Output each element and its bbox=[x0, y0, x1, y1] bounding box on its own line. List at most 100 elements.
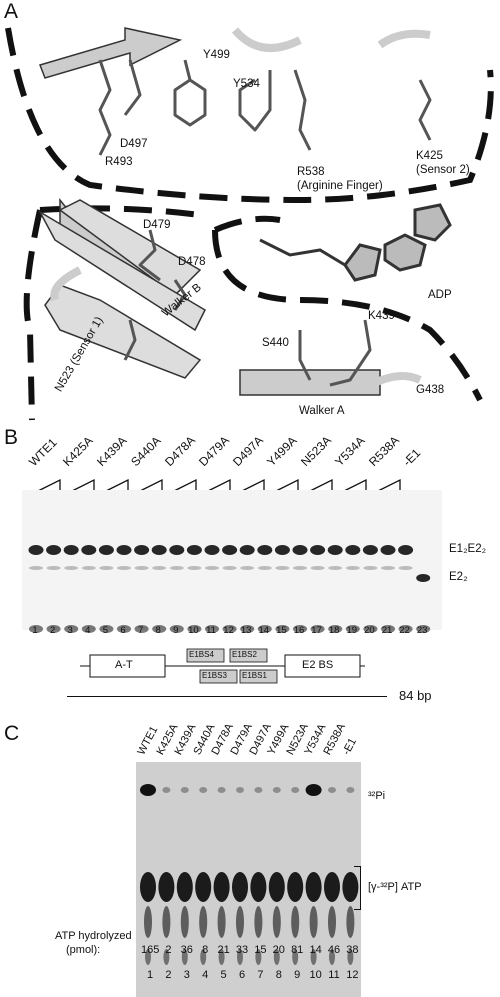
hydrolyzed-value: 38 bbox=[346, 944, 359, 956]
origin-spot bbox=[292, 949, 299, 965]
gel-band-complex bbox=[169, 545, 185, 555]
pi-spot bbox=[140, 784, 156, 796]
gel-band-free-dna bbox=[81, 625, 96, 633]
origin-spot bbox=[237, 949, 243, 965]
atp-spot bbox=[250, 872, 267, 902]
atp-streak bbox=[328, 906, 336, 938]
band-label-e1e2: E1₂E2₂ bbox=[449, 543, 487, 555]
gel-band-complex bbox=[222, 545, 238, 555]
atp-spot bbox=[268, 872, 285, 902]
atp-streak bbox=[180, 906, 189, 938]
gel-band-minor bbox=[152, 566, 167, 570]
atp-streak bbox=[346, 906, 355, 938]
panel-c-letter: C bbox=[4, 722, 20, 745]
atp-streak bbox=[162, 906, 171, 938]
schematic-e1bs4: E1BS4 bbox=[189, 650, 214, 659]
gel-band-complex bbox=[274, 545, 290, 555]
gel-band-free-dna bbox=[257, 625, 272, 633]
origin-spot bbox=[163, 949, 170, 965]
gel-band-free-dna bbox=[169, 625, 184, 633]
label-y534: Y534 bbox=[233, 78, 260, 90]
lane-header: Y499A bbox=[264, 433, 300, 469]
hydrolyzed-value: 81 bbox=[291, 944, 304, 956]
gel-band-free-dna bbox=[222, 625, 237, 633]
lane-header: K425A bbox=[60, 433, 96, 469]
atp-spot bbox=[287, 872, 304, 902]
gel-band-minor bbox=[293, 566, 307, 570]
gel-band-complex bbox=[151, 545, 167, 555]
pi-spot bbox=[305, 784, 322, 796]
gel-band-complex bbox=[186, 545, 202, 555]
pi-spot bbox=[162, 787, 171, 793]
hydrolyzed-label-1: ATP hydrolyzed bbox=[55, 930, 132, 942]
lane-number: 4 bbox=[202, 969, 209, 981]
hydrolyzed-value: 33 bbox=[235, 944, 249, 956]
gel-band-minor bbox=[275, 566, 290, 570]
lane-header: -E1 bbox=[400, 445, 424, 469]
hydrolyzed-value: 20 bbox=[272, 944, 285, 956]
gel-band-free-dna bbox=[381, 625, 395, 633]
atp-spot bbox=[213, 872, 230, 902]
structure-diagram bbox=[5, 27, 494, 421]
origin-spot bbox=[329, 949, 335, 965]
origin-spot bbox=[347, 949, 354, 965]
hydrolyzed-value: 15 bbox=[254, 944, 267, 956]
lane-number: 10 bbox=[188, 625, 199, 636]
schematic-e1bs1: E1BS1 bbox=[242, 671, 267, 680]
gel-band-complex bbox=[134, 545, 150, 555]
lane-number: 1 bbox=[146, 969, 154, 981]
gel-band-free-dna bbox=[64, 625, 79, 633]
atp-streak bbox=[254, 906, 263, 938]
panel-b-letter: B bbox=[4, 426, 19, 449]
gel-band-minor bbox=[240, 566, 255, 570]
label-d478: D478 bbox=[178, 256, 206, 268]
lane-number: 5 bbox=[220, 969, 227, 981]
atp-spot bbox=[342, 872, 359, 902]
gel-band-free-dna bbox=[310, 625, 325, 633]
label-s440: S440 bbox=[262, 337, 289, 349]
gel-band-minor bbox=[169, 566, 184, 570]
gel-band-minor bbox=[257, 566, 272, 570]
pi-spot bbox=[291, 787, 300, 793]
lane-number: 2 bbox=[49, 625, 56, 636]
panel-b-wedges bbox=[35, 478, 401, 493]
atp-spot bbox=[195, 872, 212, 902]
lane-number: 9 bbox=[173, 625, 179, 636]
atp-spot bbox=[176, 872, 193, 902]
lane-number: 19 bbox=[346, 625, 358, 636]
atp-streak bbox=[291, 906, 300, 938]
lane-number: 6 bbox=[238, 969, 246, 981]
label-r538: R538 bbox=[297, 166, 325, 178]
atp-streak bbox=[144, 906, 152, 938]
origin-spot bbox=[273, 949, 280, 965]
lane-header: R538A bbox=[366, 433, 402, 469]
gel-band-free-dna bbox=[46, 625, 61, 633]
lane-number: 6 bbox=[120, 625, 126, 636]
lane-header: D497A bbox=[230, 433, 266, 469]
label-r493: R493 bbox=[105, 156, 133, 168]
hydrolyzed-value: 14 bbox=[309, 944, 322, 956]
gel-band-minor bbox=[64, 566, 79, 570]
gel-band-minor bbox=[222, 566, 237, 570]
pi-spot bbox=[217, 787, 226, 793]
hydrolyzed-value: 165 bbox=[141, 944, 160, 956]
schematic-length: 84 bp bbox=[399, 688, 432, 703]
lane-number: 3 bbox=[67, 625, 73, 636]
gel-band-minor bbox=[134, 566, 149, 570]
pi-spot bbox=[272, 787, 281, 793]
panel-c-tlc bbox=[136, 762, 361, 997]
origin-spot bbox=[255, 949, 262, 965]
gel-band-minor bbox=[187, 566, 202, 570]
gel-band-e2 bbox=[416, 574, 431, 582]
helix-top-left bbox=[39, 27, 183, 79]
gel-band-free-dna bbox=[187, 625, 202, 633]
gel-band-minor bbox=[363, 566, 378, 570]
gel-band-complex bbox=[239, 545, 255, 555]
origin-spot bbox=[200, 949, 207, 965]
gel-band-complex bbox=[116, 545, 132, 555]
pi-spot bbox=[254, 787, 263, 793]
gel-band-free-dna bbox=[205, 625, 219, 633]
band-label-atp: [γ-³²P] ATP bbox=[368, 881, 422, 893]
origin-spot bbox=[310, 949, 317, 965]
gel-band-complex bbox=[362, 545, 378, 555]
